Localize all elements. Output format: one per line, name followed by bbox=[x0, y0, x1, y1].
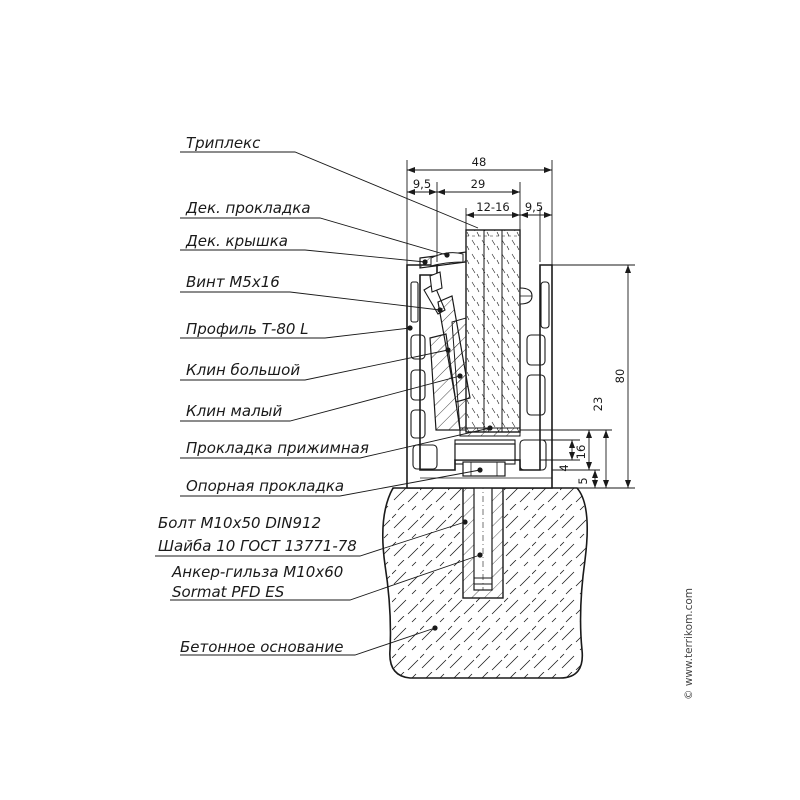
label-support-pad: Опорная прокладка bbox=[186, 477, 344, 495]
anchor-sleeve bbox=[462, 469, 504, 599]
label-bolt: Болт М10х50 DIN912 bbox=[158, 514, 321, 532]
dim-glass-range: 12-16 bbox=[476, 200, 509, 214]
label-washer: Шайба 10 ГОСТ 13771-78 bbox=[158, 537, 357, 555]
dim-glass-bottom: 23 bbox=[591, 397, 605, 412]
label-concrete: Бетонное основание bbox=[180, 638, 343, 656]
label-sormat: Sormat PFD ES bbox=[172, 583, 285, 601]
label-anchor: Анкер-гильза М10х60 bbox=[171, 563, 343, 581]
dim-inner-width: 29 bbox=[471, 177, 486, 191]
dimension-arrows-right bbox=[569, 265, 631, 488]
label-dec-gasket: Дек. прокладка bbox=[185, 199, 311, 217]
decorative-cover bbox=[419, 251, 467, 269]
dim-sub-16: 16 bbox=[574, 445, 588, 460]
triplex-glass bbox=[465, 229, 521, 433]
dimension-arrows-top bbox=[407, 167, 552, 218]
support-pad bbox=[454, 443, 516, 477]
dim-right-offset: 9,5 bbox=[525, 200, 543, 214]
label-screw: Винт М5х16 bbox=[186, 273, 280, 291]
pressure-gasket bbox=[459, 287, 533, 437]
dim-left-offset: 9,5 bbox=[413, 177, 431, 191]
label-triplex: Триплекс bbox=[186, 134, 261, 152]
label-pressure-gasket: Прокладка прижимная bbox=[186, 439, 369, 457]
label-wedge-large: Клин большой bbox=[186, 361, 300, 379]
dimension-lines-top bbox=[406, 160, 553, 265]
label-dec-cover: Дек. крышка bbox=[185, 232, 288, 250]
label-profile: Профиль Т-80 L bbox=[186, 320, 309, 338]
leader-lines bbox=[155, 151, 491, 656]
dim-sub-5: 5 bbox=[576, 477, 590, 484]
dim-height: 80 bbox=[613, 369, 627, 384]
dim-total-width: 48 bbox=[472, 155, 487, 169]
watermark-text: © www.terrikom.com bbox=[683, 588, 695, 700]
label-wedge-small: Клин малый bbox=[186, 402, 282, 420]
dim-sub-4: 4 bbox=[557, 464, 571, 471]
leader-dots bbox=[407, 252, 493, 631]
